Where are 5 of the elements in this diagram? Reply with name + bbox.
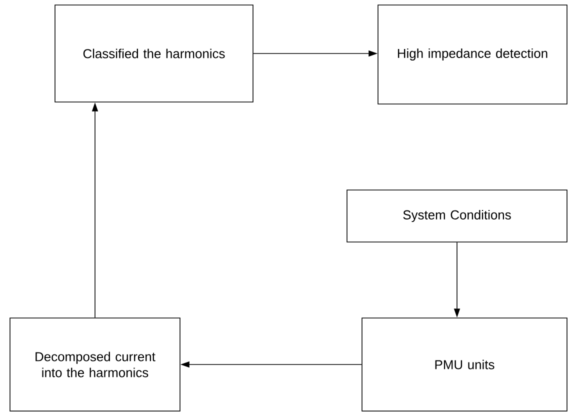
process-box: Classified the harmonics	[54, 4, 254, 102]
process-box: PMU units	[362, 318, 568, 412]
process-box: Decomposed current into the harmonics	[10, 318, 180, 412]
process-box: High impedance detection	[378, 4, 568, 104]
process-box: System Conditions	[346, 190, 568, 242]
